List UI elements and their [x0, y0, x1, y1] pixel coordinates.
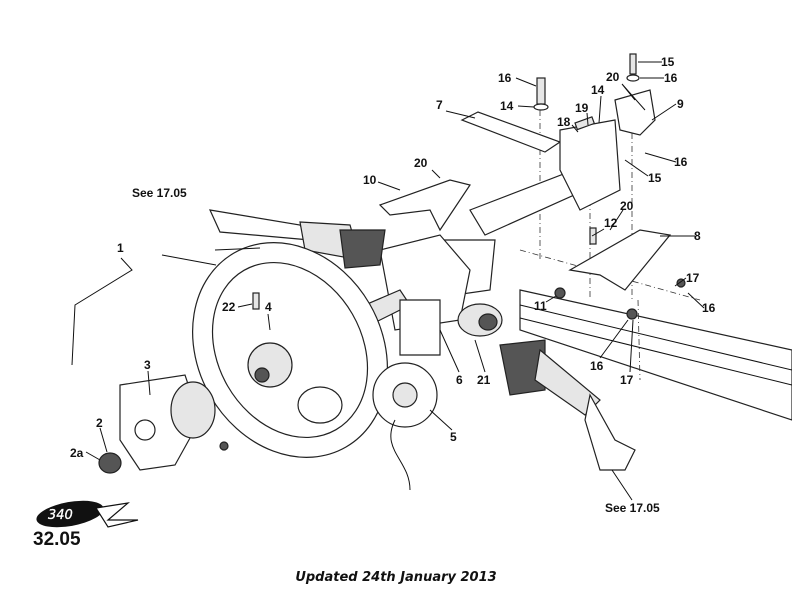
- callout-3: 3: [144, 358, 151, 372]
- stalk-switch-left: [208, 209, 386, 269]
- callout-6: 6: [456, 373, 463, 387]
- callout-16: 16: [702, 301, 716, 315]
- callout-5: 5: [450, 430, 457, 444]
- callout-16: 16: [590, 359, 604, 373]
- steering-wheel: [192, 242, 388, 458]
- stalk-switch-right: [499, 339, 636, 471]
- callout-20: 20: [620, 199, 634, 213]
- callout-4: 4: [265, 300, 272, 314]
- callout-15: 15: [648, 171, 662, 185]
- callout-11: 11: [534, 299, 547, 313]
- page-number: 32.05: [33, 529, 81, 550]
- callout-17: 17: [620, 373, 634, 387]
- callout-12: 12: [604, 216, 618, 230]
- bracket-10: [378, 179, 471, 232]
- callout-14: 14: [591, 83, 605, 97]
- callout-22: 22: [222, 300, 236, 314]
- bracket-9: [614, 89, 656, 136]
- callout-2a: 2a: [70, 446, 84, 460]
- updated-footer: Updated 24th January 2013: [295, 570, 497, 585]
- callout-14: 14: [500, 99, 514, 113]
- callout-9: 9: [677, 97, 684, 111]
- chassis-rail: [519, 289, 792, 421]
- fasteners: [219, 53, 686, 451]
- callout-2: 2: [96, 416, 103, 430]
- callout-16: 16: [674, 155, 688, 169]
- horn-button: [98, 452, 122, 474]
- callout-7: 7: [436, 98, 443, 112]
- bracket-8: [568, 229, 672, 291]
- callout-1: 1: [117, 241, 124, 255]
- 340r-logo: 340: [36, 500, 139, 528]
- callout-15: 15: [661, 55, 675, 69]
- callout-20: 20: [414, 156, 428, 170]
- callout-20: 20: [606, 70, 620, 84]
- callout-see-17-05: See 17.05: [132, 186, 187, 200]
- svg-text:340: 340: [48, 508, 73, 523]
- callout-10: 10: [363, 173, 377, 187]
- steering-boss: [170, 381, 216, 439]
- callout-16: 16: [498, 71, 512, 85]
- callout-8: 8: [694, 229, 701, 243]
- callout-see-17-05: See 17.05: [605, 501, 660, 515]
- callout-21: 21: [477, 373, 491, 387]
- callout-19: 19: [575, 101, 589, 115]
- callout-17: 17: [686, 271, 700, 285]
- mounting-plate: [460, 111, 562, 153]
- callout-16: 16: [664, 71, 678, 85]
- callout-18: 18: [557, 115, 571, 129]
